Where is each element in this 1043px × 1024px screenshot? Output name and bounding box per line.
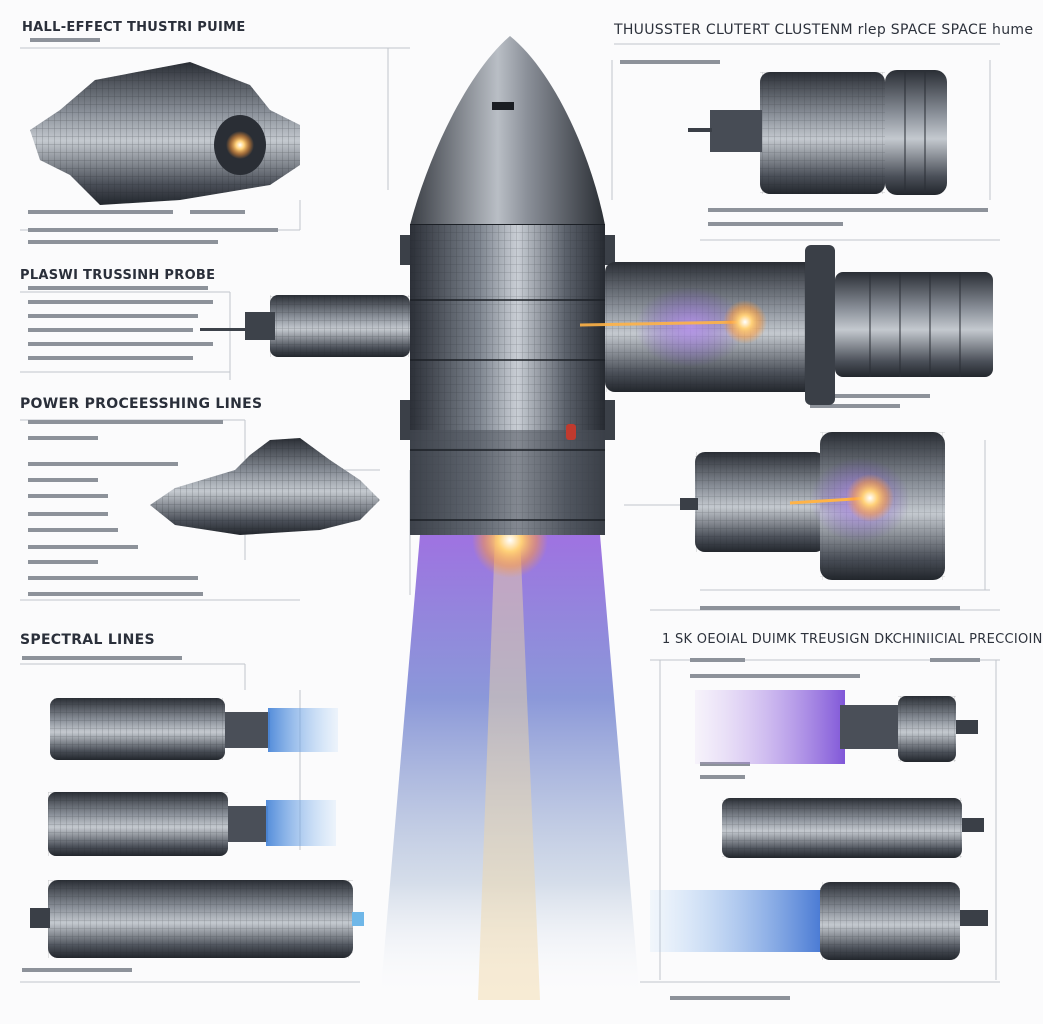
spectral-lines-label: SPECTRAL LINES (20, 632, 155, 648)
power-processing-craft (150, 438, 380, 535)
precision-engine-1 (695, 690, 978, 764)
hall-effect-craft (30, 62, 300, 205)
top-right-engine (688, 70, 947, 195)
spectral-engine-2 (48, 792, 336, 856)
precision-engine-2 (722, 798, 984, 858)
hall-effect-label: HALL-EFFECT THUSTRI PUIME (22, 20, 246, 35)
plasma-label: PLASWI TRUSSINH PROBE (20, 268, 216, 283)
spectral-engine-3 (30, 880, 364, 958)
precision-engine-3 (650, 882, 988, 960)
thruster-cluster-label: THUUSSTER CLUTERT CLUSTENM rlep SPACE SP… (614, 22, 1034, 38)
power-processing-label: POWER PROCEESSHING LINES (20, 396, 263, 412)
main-rocket (380, 36, 640, 1000)
main-plume (380, 535, 640, 1000)
right-glow-engine (680, 432, 945, 580)
precision-label: 1 SK OEOIAL DUIMK TREUSIGN DKCHINIICIAL … (662, 632, 1043, 647)
spectral-engine-1 (50, 698, 338, 760)
cross-thruster-assembly (200, 245, 993, 405)
spec-text-lines (22, 38, 988, 1000)
